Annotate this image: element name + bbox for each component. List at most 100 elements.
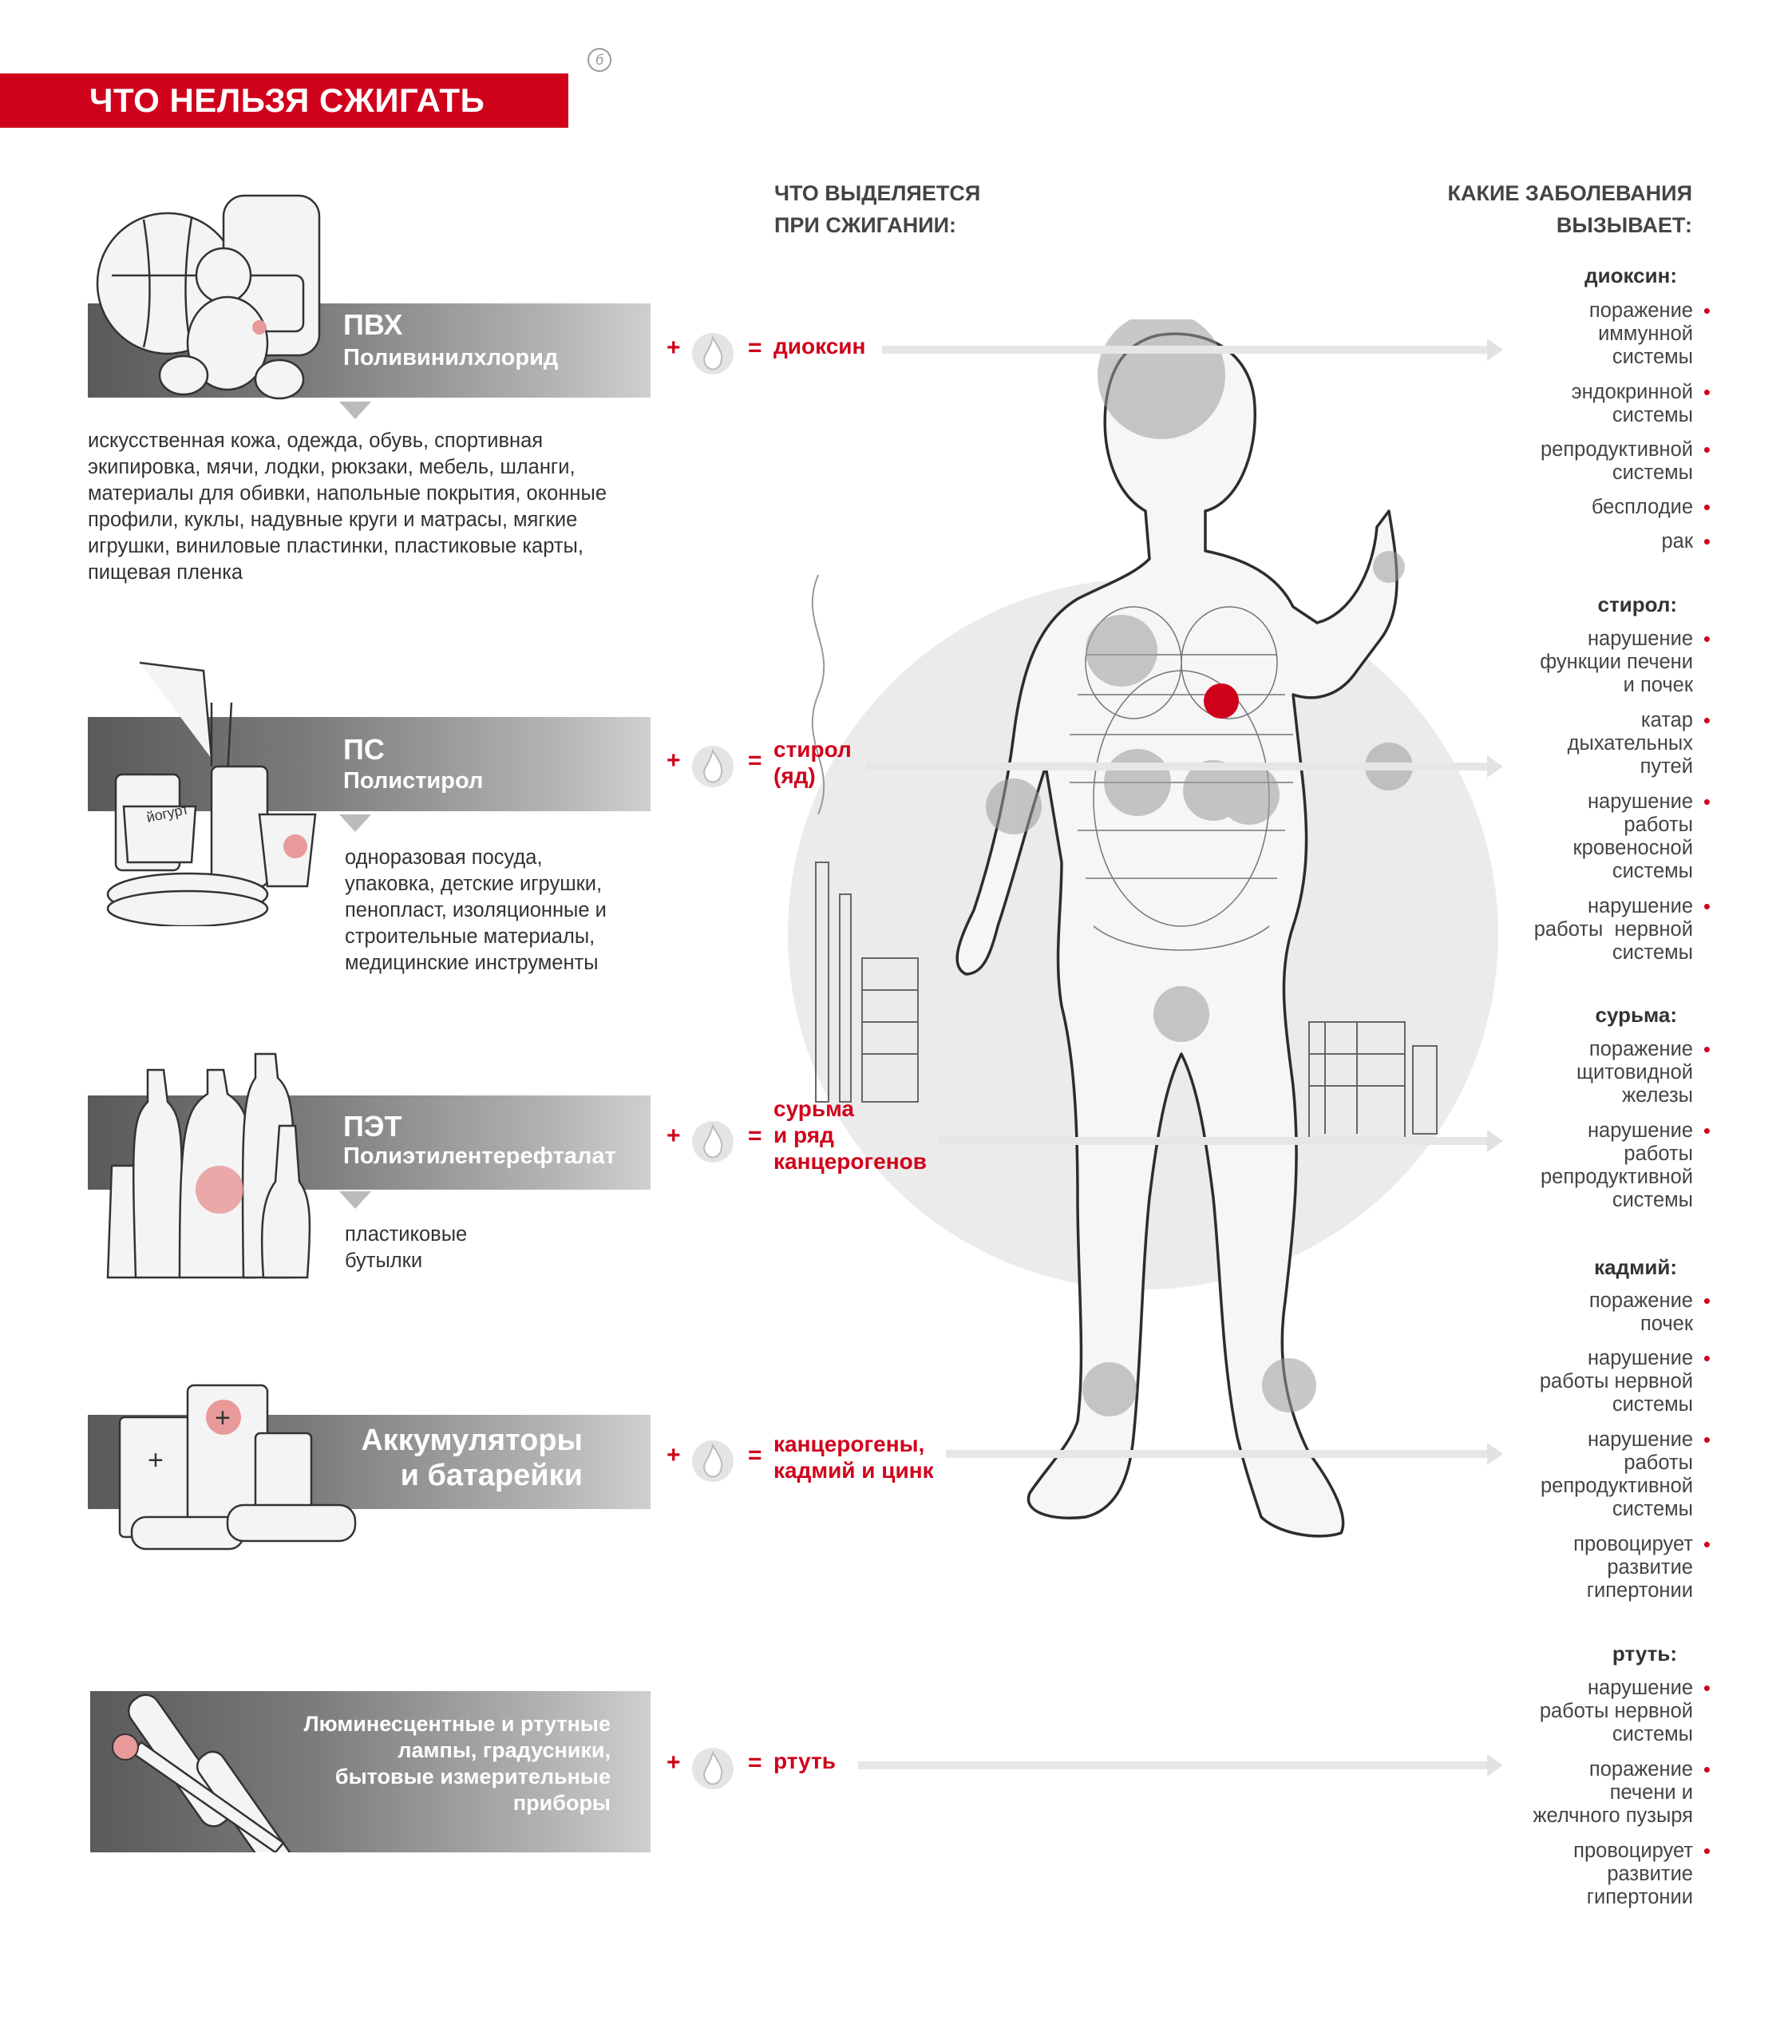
diseases-header-line: ВЫЗЫВАЕТ: <box>1556 213 1692 237</box>
title-bar: ЧТО НЕЛЬЗЯ СЖИГАТЬ <box>0 73 568 128</box>
diseases-header: КАКИЕ ЗАБОЛЕВАНИЯ ВЫЗЫВАЕТ: <box>1397 177 1692 241</box>
released-header-line: ПРИ СЖИГАНИИ: <box>774 213 957 237</box>
batteries-result: канцерогены, кадмий и цинк <box>773 1431 934 1483</box>
pet-description: пластиковые бутылки <box>345 1222 467 1274</box>
batteries-name-line: и батарейки <box>400 1459 583 1492</box>
description-line: бутылки <box>345 1250 423 1272</box>
plus-sign: + <box>667 1442 681 1468</box>
ps-result: стирол (яд) <box>773 736 852 789</box>
result-line: сурьма <box>773 1096 855 1121</box>
description-line: одноразовая посуда, <box>345 846 543 869</box>
human-figure-illustration <box>955 319 1413 1538</box>
batteries-sketch: + + <box>118 1384 357 1551</box>
released-header: ЧТО ВЫДЕЛЯЕТСЯ ПРИ СЖИГАНИИ: <box>774 177 980 241</box>
flame-icon <box>692 746 734 787</box>
disease-item: бесплодие <box>1592 496 1711 519</box>
equals-sign: = <box>748 1442 762 1468</box>
flame-icon <box>692 1121 734 1163</box>
result-line: и ряд <box>773 1123 834 1147</box>
lamps-thermometer-sketch <box>112 1693 304 1852</box>
cadmium-heading: кадмий: <box>1594 1255 1677 1279</box>
equals-sign: = <box>748 335 762 361</box>
pvc-down-arrow <box>339 402 371 419</box>
plus-sign: + <box>667 747 681 774</box>
styrene-heading: стирол: <box>1597 592 1677 616</box>
ps-full-name: Полистирол <box>343 768 484 794</box>
ps-name: ПС <box>343 733 385 766</box>
equals-sign: = <box>748 747 762 774</box>
antimony-heading: сурьма: <box>1595 1003 1677 1027</box>
result-line: диоксин <box>773 334 866 358</box>
disease-item: рак <box>1661 530 1710 553</box>
description-line: искусственная кожа, одежда, обувь, спорт… <box>88 430 544 452</box>
svg-text:+: + <box>215 1403 231 1433</box>
pet-arrow-line <box>938 1130 1503 1152</box>
batteries-arrow-line <box>946 1443 1503 1465</box>
pvc-arrow-line <box>882 339 1503 361</box>
result-line: канцерогены, <box>773 1432 925 1456</box>
pet-result: сурьма и ряд канцерогенов <box>773 1095 927 1175</box>
smoke-sketch <box>811 575 825 815</box>
pet-name: ПЭТ <box>343 1110 402 1143</box>
description-line: пластиковые <box>345 1223 468 1246</box>
equals-sign: = <box>748 1749 762 1776</box>
description-line: экипировка, мячи, лодки, рюкзаки, мебель… <box>88 456 576 478</box>
batteries-name: Аккумуляторы и батарейки <box>361 1423 583 1493</box>
lamps-name-line: приборы <box>512 1791 611 1815</box>
ps-band: ПС Полистирол <box>88 717 651 811</box>
result-line: стирол <box>773 737 852 762</box>
lamps-name: Люминесцентные и ртутные лампы, градусни… <box>304 1711 611 1816</box>
description-line: медицинские инструменты <box>345 952 599 974</box>
diseases-header-line: КАКИЕ ЗАБОЛЕВАНИЯ <box>1447 181 1692 205</box>
batteries-name-line: Аккумуляторы <box>361 1424 583 1457</box>
pet-bottles-sketch <box>106 1052 311 1279</box>
lamps-arrow-line <box>858 1754 1503 1777</box>
description-line: профили, куклы, надувные круги и матрасы… <box>88 509 578 531</box>
flame-icon <box>692 1440 734 1482</box>
ps-arrow-line <box>866 755 1503 778</box>
description-line: пищевая пленка <box>88 561 243 584</box>
flame-icon <box>692 1748 734 1789</box>
result-line: кадмий и цинк <box>773 1458 934 1483</box>
pet-full-name: Полиэтилентерефталат <box>343 1143 616 1169</box>
page-title: ЧТО НЕЛЬЗЯ СЖИГАТЬ <box>89 81 485 119</box>
copyright-mark: б <box>587 48 611 72</box>
equals-sign: = <box>748 1123 762 1149</box>
plus-sign: + <box>667 1749 681 1776</box>
mercury-heading: ртуть: <box>1612 1642 1677 1666</box>
result-line: ртуть <box>773 1749 836 1773</box>
plus-sign: + <box>667 335 681 361</box>
pvc-name: ПВХ <box>343 308 403 341</box>
result-line: канцерогенов <box>773 1149 927 1174</box>
lamps-name-line: бытовые измерительные <box>334 1765 611 1788</box>
pvc-description: искусственная кожа, одежда, обувь, спорт… <box>88 428 607 586</box>
ps-items-sketch: йогурт <box>106 661 317 926</box>
lamps-name-line: лампы, градусники, <box>398 1738 611 1762</box>
description-line: пенопласт, изоляционные и <box>345 899 607 921</box>
heart-highlight <box>1204 683 1239 719</box>
dioxin-heading: диоксин: <box>1584 263 1677 287</box>
ps-down-arrow <box>339 814 371 832</box>
result-line: (яд) <box>773 763 816 788</box>
lamps-name-line: Люминесцентные и ртутные <box>303 1712 611 1736</box>
ps-description: одноразовая посуда, упаковка, детские иг… <box>345 845 607 976</box>
lamps-result: ртуть <box>773 1748 836 1774</box>
pvc-items-sketch <box>96 194 321 400</box>
description-line: материалы для обивки, напольные покрытия… <box>88 482 607 505</box>
description-line: строительные материалы, <box>345 925 595 948</box>
